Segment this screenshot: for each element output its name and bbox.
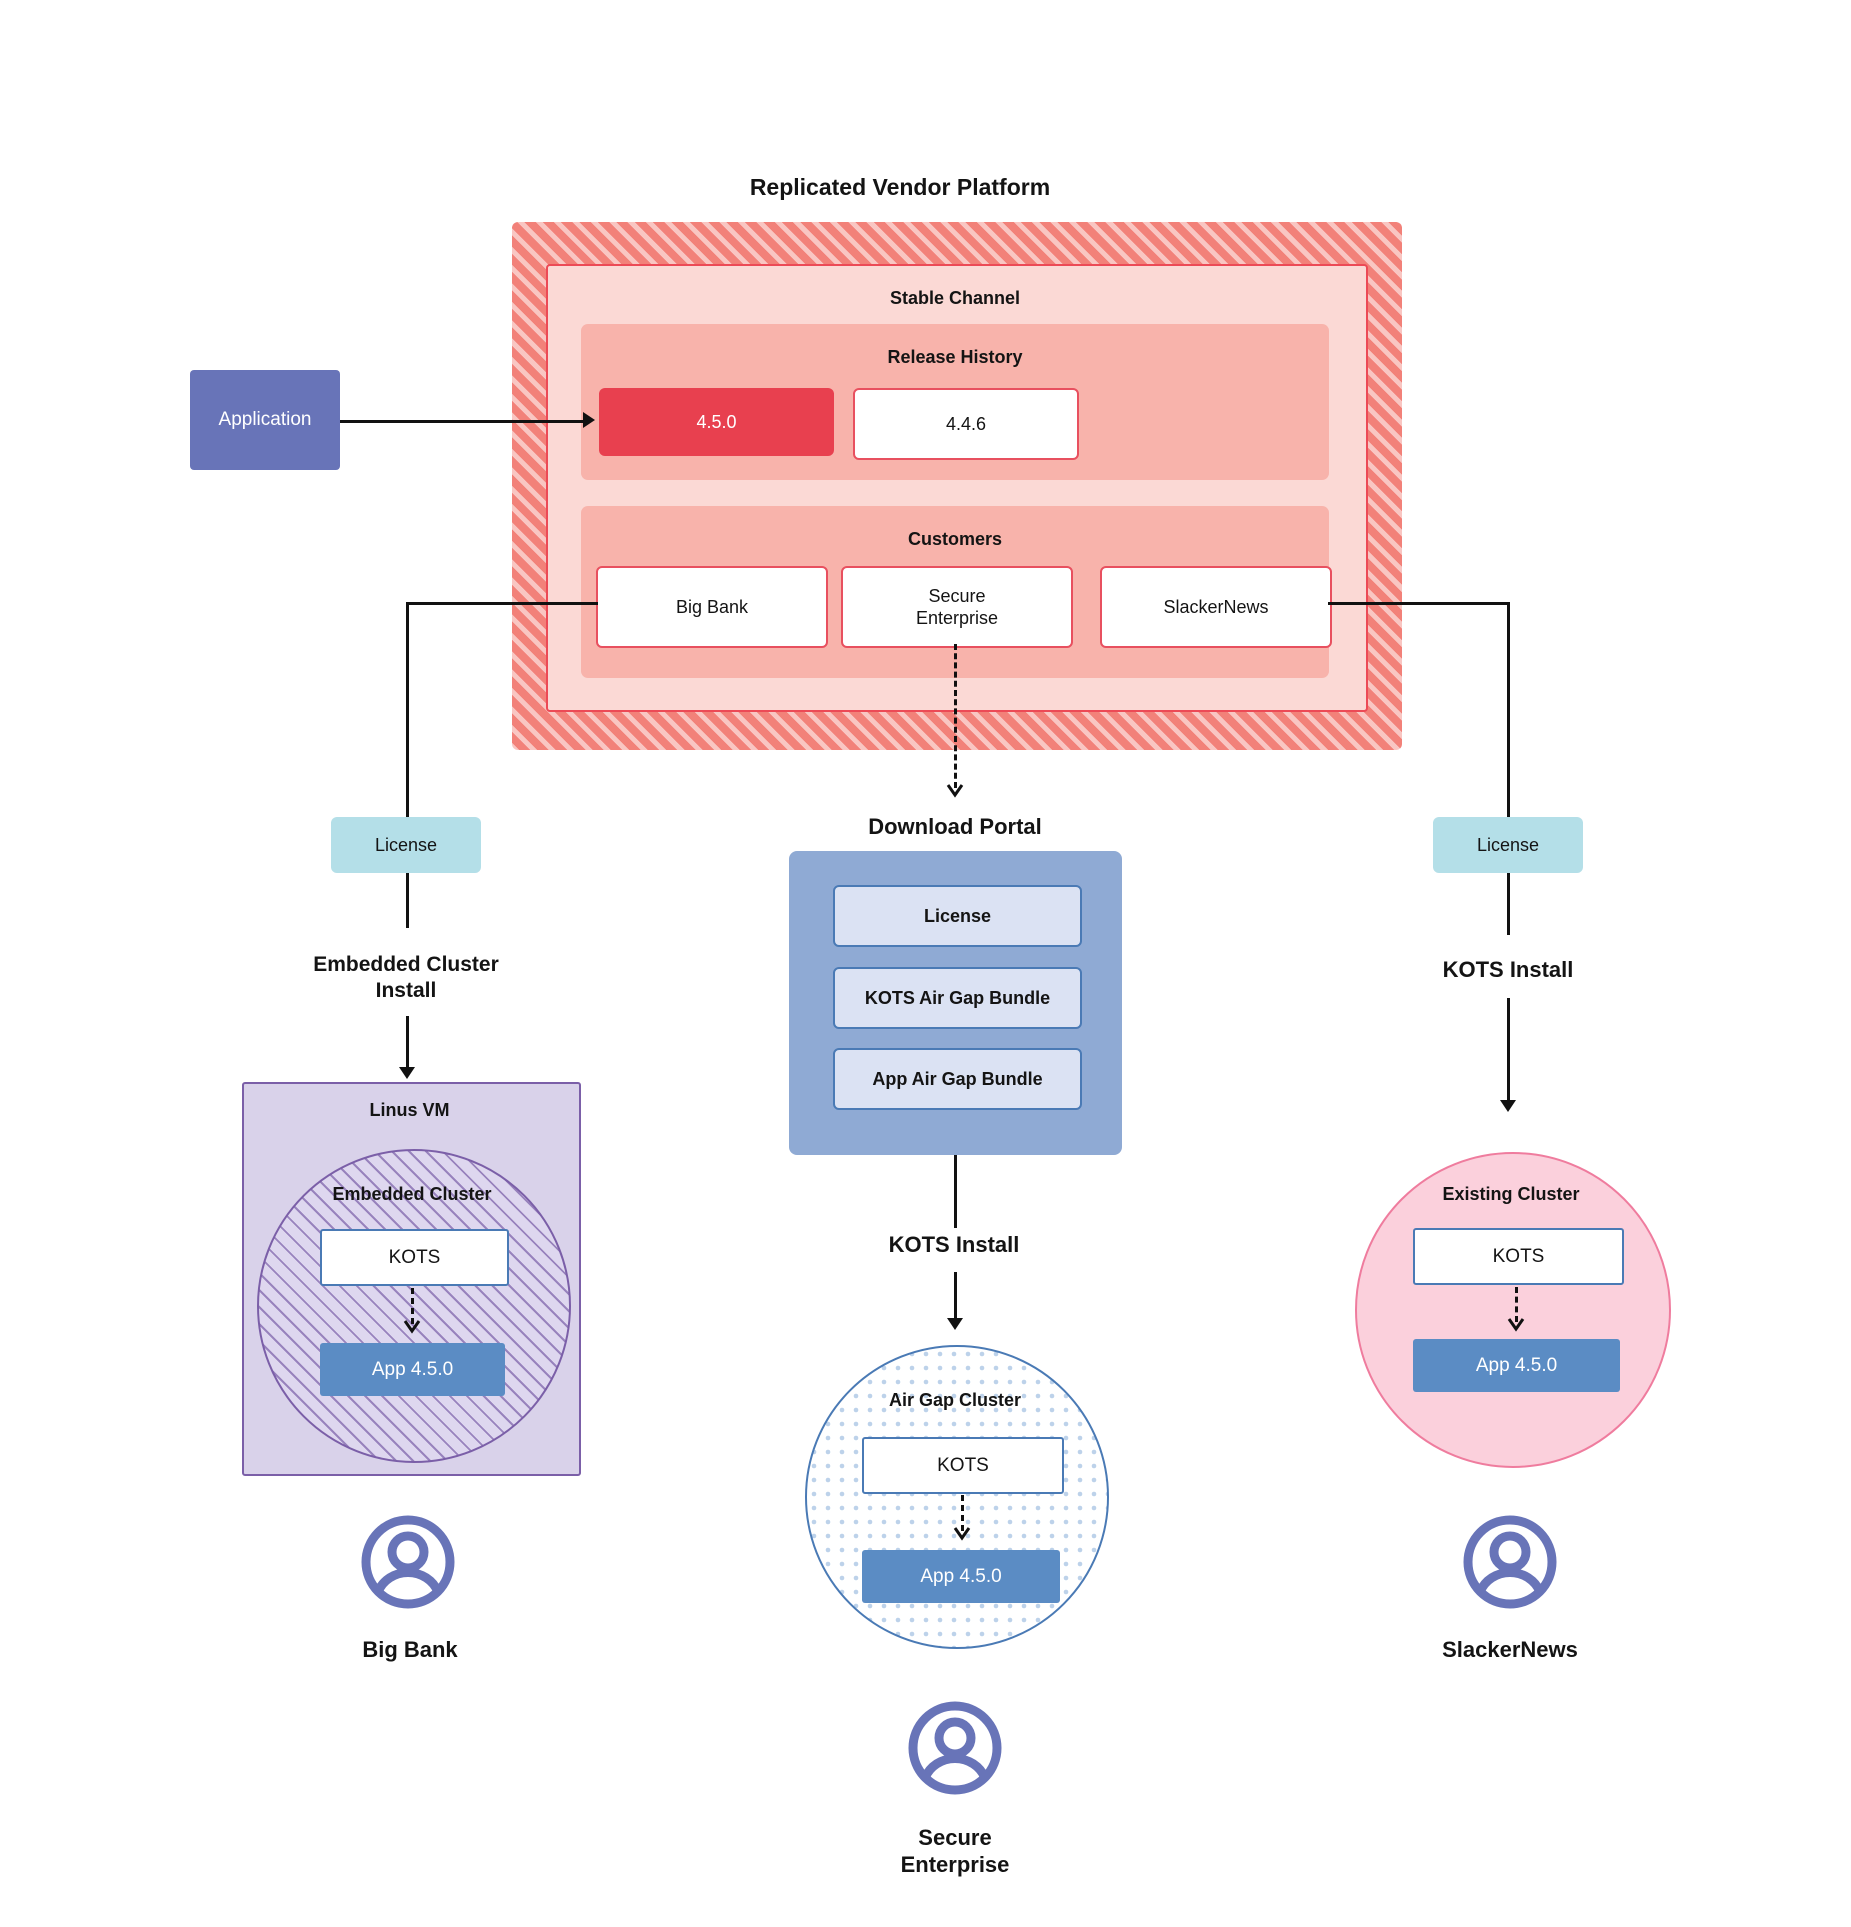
embedded-cluster-label: Embedded Cluster <box>332 1184 492 1205</box>
connector-existing-kots-to-app <box>1515 1287 1518 1322</box>
user-avatar-icon <box>907 1700 1003 1796</box>
linus-vm-label: Linus VM <box>369 1100 450 1121</box>
release-card-current[interactable]: 4.5.0 <box>599 388 834 456</box>
embedded-cluster-circle <box>257 1149 571 1463</box>
connector-embedded-install-down <box>406 1016 409 1076</box>
existing-install-label: KOTS Install <box>1442 956 1574 982</box>
existing-kots-box[interactable]: KOTS <box>1413 1228 1624 1285</box>
portal-item-license[interactable]: License <box>833 885 1082 947</box>
release-history-label: Release History <box>887 347 1023 368</box>
release-card-previous[interactable]: 4.4.6 <box>853 388 1079 460</box>
user-avatar-icon <box>1462 1514 1558 1610</box>
connector-portal-down <box>954 1155 957 1228</box>
customer-card-big-bank[interactable]: Big Bank <box>596 566 828 648</box>
persona-label-slackernews: SlackerNews <box>1442 1636 1578 1662</box>
airgap-cluster-label: Air Gap Cluster <box>888 1390 1022 1411</box>
connector-embedded-kots-to-app <box>411 1288 414 1324</box>
page-title: Replicated Vendor Platform <box>749 173 1051 200</box>
arrowhead-airgap-install <box>947 1318 963 1330</box>
connector-application-to-release <box>340 420 583 423</box>
arrowhead-secure-enterprise-dashed <box>946 782 964 800</box>
arrowhead-existing-kots-to-app <box>1507 1316 1525 1334</box>
connector-bigbank-vertical <box>406 602 409 817</box>
license-chip-left[interactable]: License <box>331 817 481 873</box>
application-box[interactable]: Application <box>190 370 340 470</box>
stable-channel-label: Stable Channel <box>889 288 1021 309</box>
arrowhead-existing-install <box>1500 1100 1516 1112</box>
arrowhead-embedded-kots-to-app <box>403 1318 421 1336</box>
connector-airgap-install-down <box>954 1272 957 1327</box>
airgap-install-label: KOTS Install <box>888 1231 1020 1257</box>
customers-label: Customers <box>907 529 1003 550</box>
existing-cluster-circle <box>1355 1152 1671 1468</box>
airgap-kots-box[interactable]: KOTS <box>862 1437 1064 1494</box>
connector-license-left-down <box>406 873 409 928</box>
customer-card-secure-enterprise[interactable]: Secure Enterprise <box>841 566 1073 648</box>
portal-item-kots-airgap-bundle[interactable]: KOTS Air Gap Bundle <box>833 967 1082 1029</box>
embedded-app-version-box[interactable]: App 4.5.0 <box>320 1343 505 1396</box>
connector-existing-install-down <box>1507 998 1510 1108</box>
connector-slackernews-vertical <box>1507 602 1510 817</box>
user-avatar-icon <box>360 1514 456 1610</box>
connector-slackernews-horizontal <box>1328 602 1510 605</box>
download-portal-title: Download Portal <box>868 813 1042 839</box>
existing-app-version-box[interactable]: App 4.5.0 <box>1413 1339 1620 1392</box>
connector-airgap-kots-to-app <box>961 1495 964 1531</box>
existing-cluster-label: Existing Cluster <box>1442 1184 1580 1205</box>
license-chip-right[interactable]: License <box>1433 817 1583 873</box>
arrowhead-airgap-kots-to-app <box>953 1525 971 1543</box>
arrowhead-embedded-install <box>399 1067 415 1079</box>
airgap-app-version-box[interactable]: App 4.5.0 <box>862 1550 1060 1603</box>
connector-bigbank-horizontal <box>406 602 598 605</box>
persona-label-secure-enterprise: Secure Enterprise <box>900 1825 1010 1877</box>
connector-secure-enterprise-dashed <box>954 644 957 788</box>
persona-label-big-bank: Big Bank <box>362 1636 458 1662</box>
customer-card-slackernews[interactable]: SlackerNews <box>1100 566 1332 648</box>
portal-item-app-airgap-bundle[interactable]: App Air Gap Bundle <box>833 1048 1082 1110</box>
connector-license-right-down <box>1507 873 1510 935</box>
arrowhead-application-to-release <box>583 412 595 428</box>
embedded-kots-box[interactable]: KOTS <box>320 1229 509 1286</box>
embedded-install-label: Embedded Cluster Install <box>313 953 499 1002</box>
